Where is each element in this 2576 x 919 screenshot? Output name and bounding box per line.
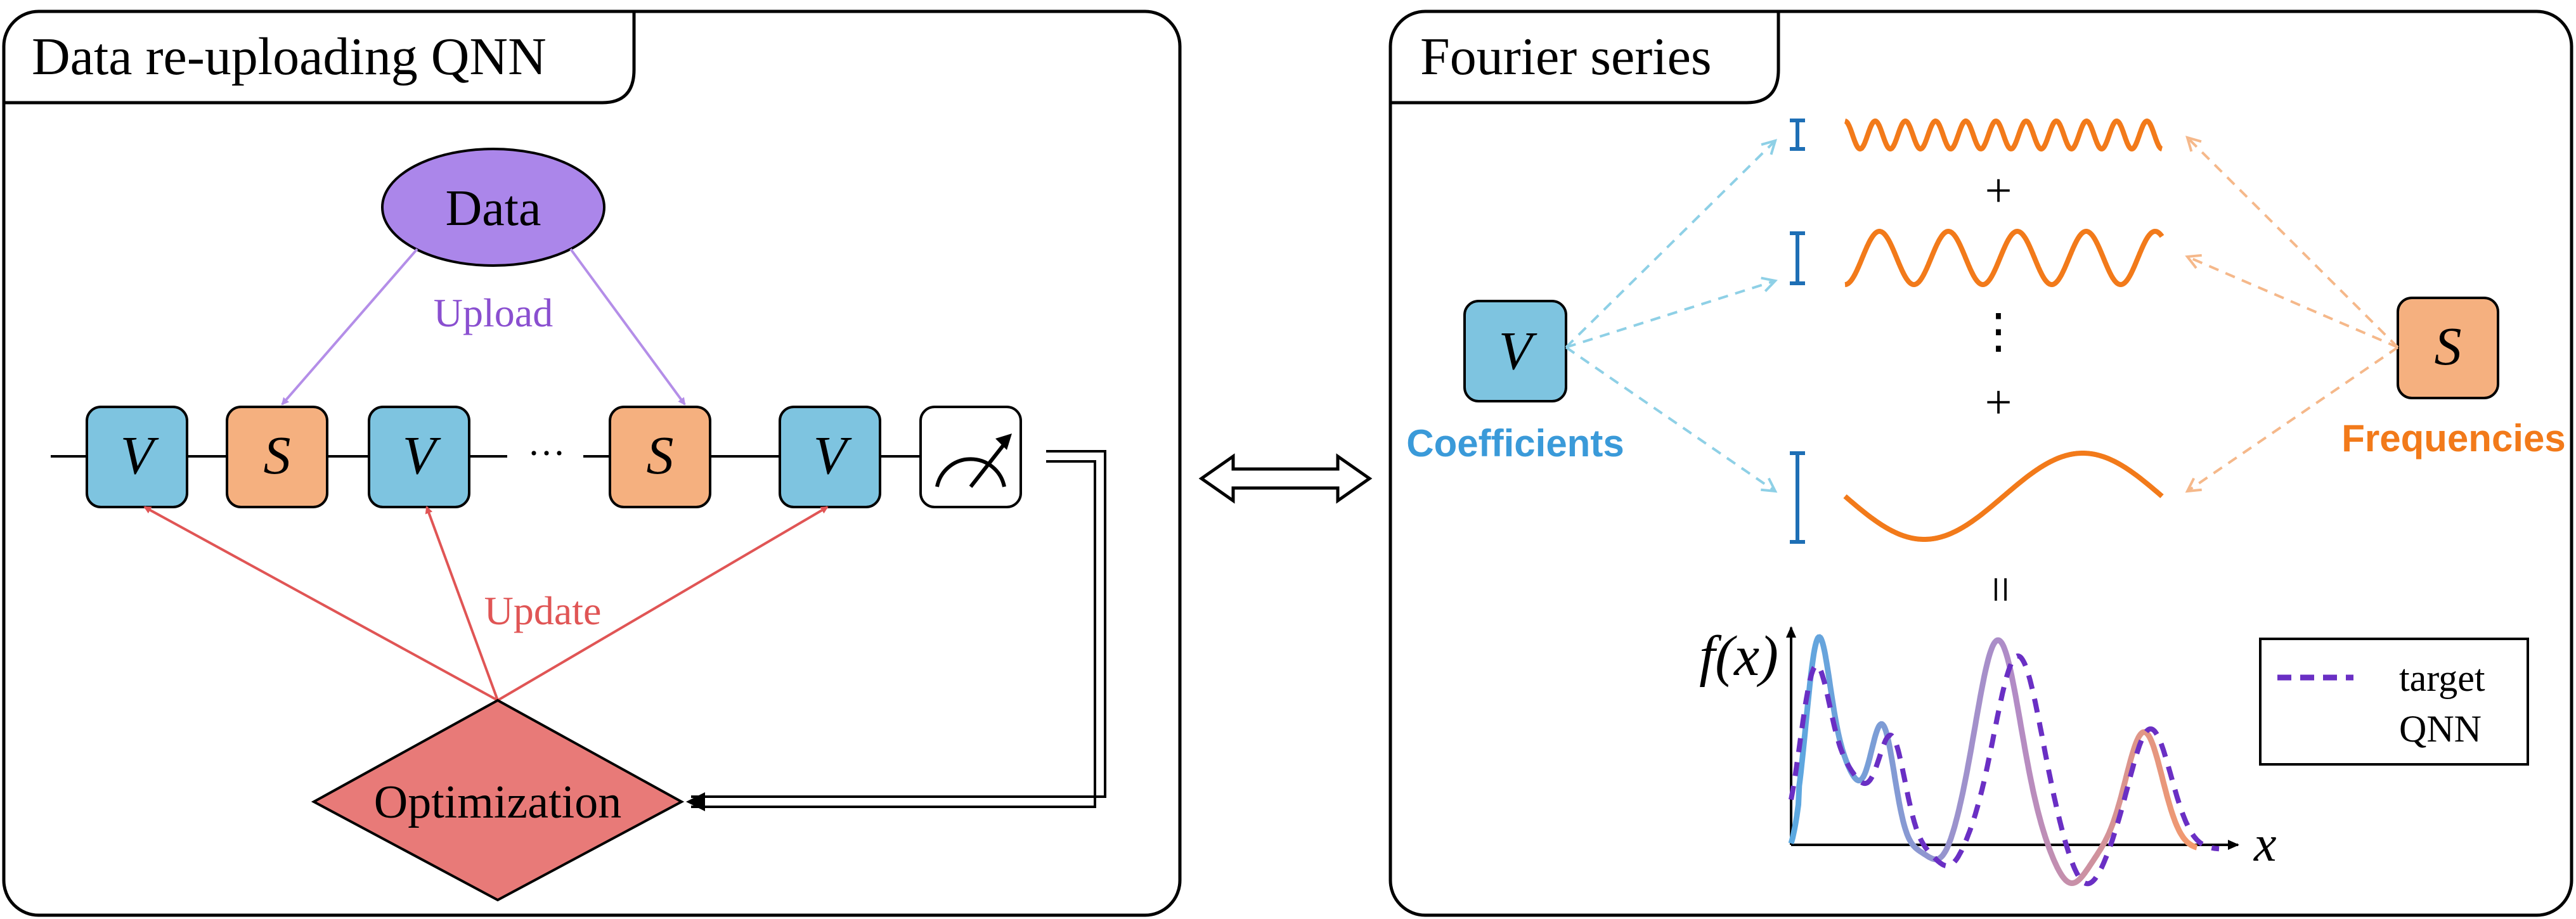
vertical-ellipsis: ⋮ [1974,305,2023,358]
fourier-wave-mid [1844,228,2165,288]
s-gate-label: S [647,425,674,485]
y-axis-label: f(x) [1699,625,1778,688]
update-arrow [496,506,829,702]
s-gate-label: S [264,425,291,485]
frequency-arrow [2187,346,2399,491]
coefficient-arrow [1565,346,1775,491]
coefficient-bar [1790,231,1805,285]
equals-sign: = [1974,576,2027,603]
v-gate-label: V [813,425,852,485]
coefficients-label: Coefficients [1406,422,1624,465]
feedback-line [691,450,1106,808]
left-panel-tab [4,11,636,105]
right-panel-frame [1388,10,2573,917]
chart-legend: target QNN [2259,638,2529,766]
optimization-label: Optimization [374,776,622,828]
coefficient-bar [1790,119,1805,151]
s-gate-label: S [2435,316,2462,376]
fourier-wave-high [1844,118,2163,152]
target-series-line [1789,653,2220,887]
qnn-series-line [1788,634,2198,887]
upload-arrow-left [281,248,418,406]
legend-target-label: target [2399,657,2485,699]
v-gate-label: V [1499,320,1537,381]
right-panel-title: Fourier series [1420,27,1712,86]
data-node [381,148,605,267]
x-axis-label: x [2253,816,2277,872]
plus-sign: + [1985,164,2012,217]
upload-label: Upload [434,290,553,335]
v-gate-label: V [120,425,159,485]
left-panel: Data re-uploading QNN Data Upload V S V … [2,10,1182,917]
right-panel-tab [1390,11,1780,105]
left-panel-title: Data re-uploading QNN [32,27,547,86]
frequency-arrow [2187,257,2398,349]
right-panel: Fourier series V Coefficients S Frequenc… [1388,10,2573,917]
frequency-arrow [2187,138,2399,349]
double-headed-arrow-icon [1198,453,1373,504]
frequencies-label: Frequencies [2341,417,2565,460]
feedback-arrowhead [686,792,705,811]
v-gate [1463,300,1567,402]
left-panel-frame [2,10,1182,917]
result-chart: f(x) x target QNN [1699,625,2529,887]
data-node-label: Data [445,181,541,236]
coefficient-arrow [1565,141,1775,349]
coefficient-bar [1790,451,1805,544]
update-arrow [143,506,498,702]
fourier-wave-low [1843,451,2164,542]
s-gate [226,406,328,508]
legend-qnn-label: QNN [2399,708,2482,750]
v-gate-label: V [403,425,441,485]
measurement-meter-icon [919,406,1022,508]
v-gate [86,406,188,508]
coefficient-arrow [1565,281,1775,349]
update-label: Update [484,588,602,633]
upload-arrow-right [569,248,686,406]
circuit-ellipsis: ··· [527,432,566,474]
plus-sign: + [1985,376,2012,429]
update-arrow [425,506,499,701]
optimization-node [311,698,685,902]
